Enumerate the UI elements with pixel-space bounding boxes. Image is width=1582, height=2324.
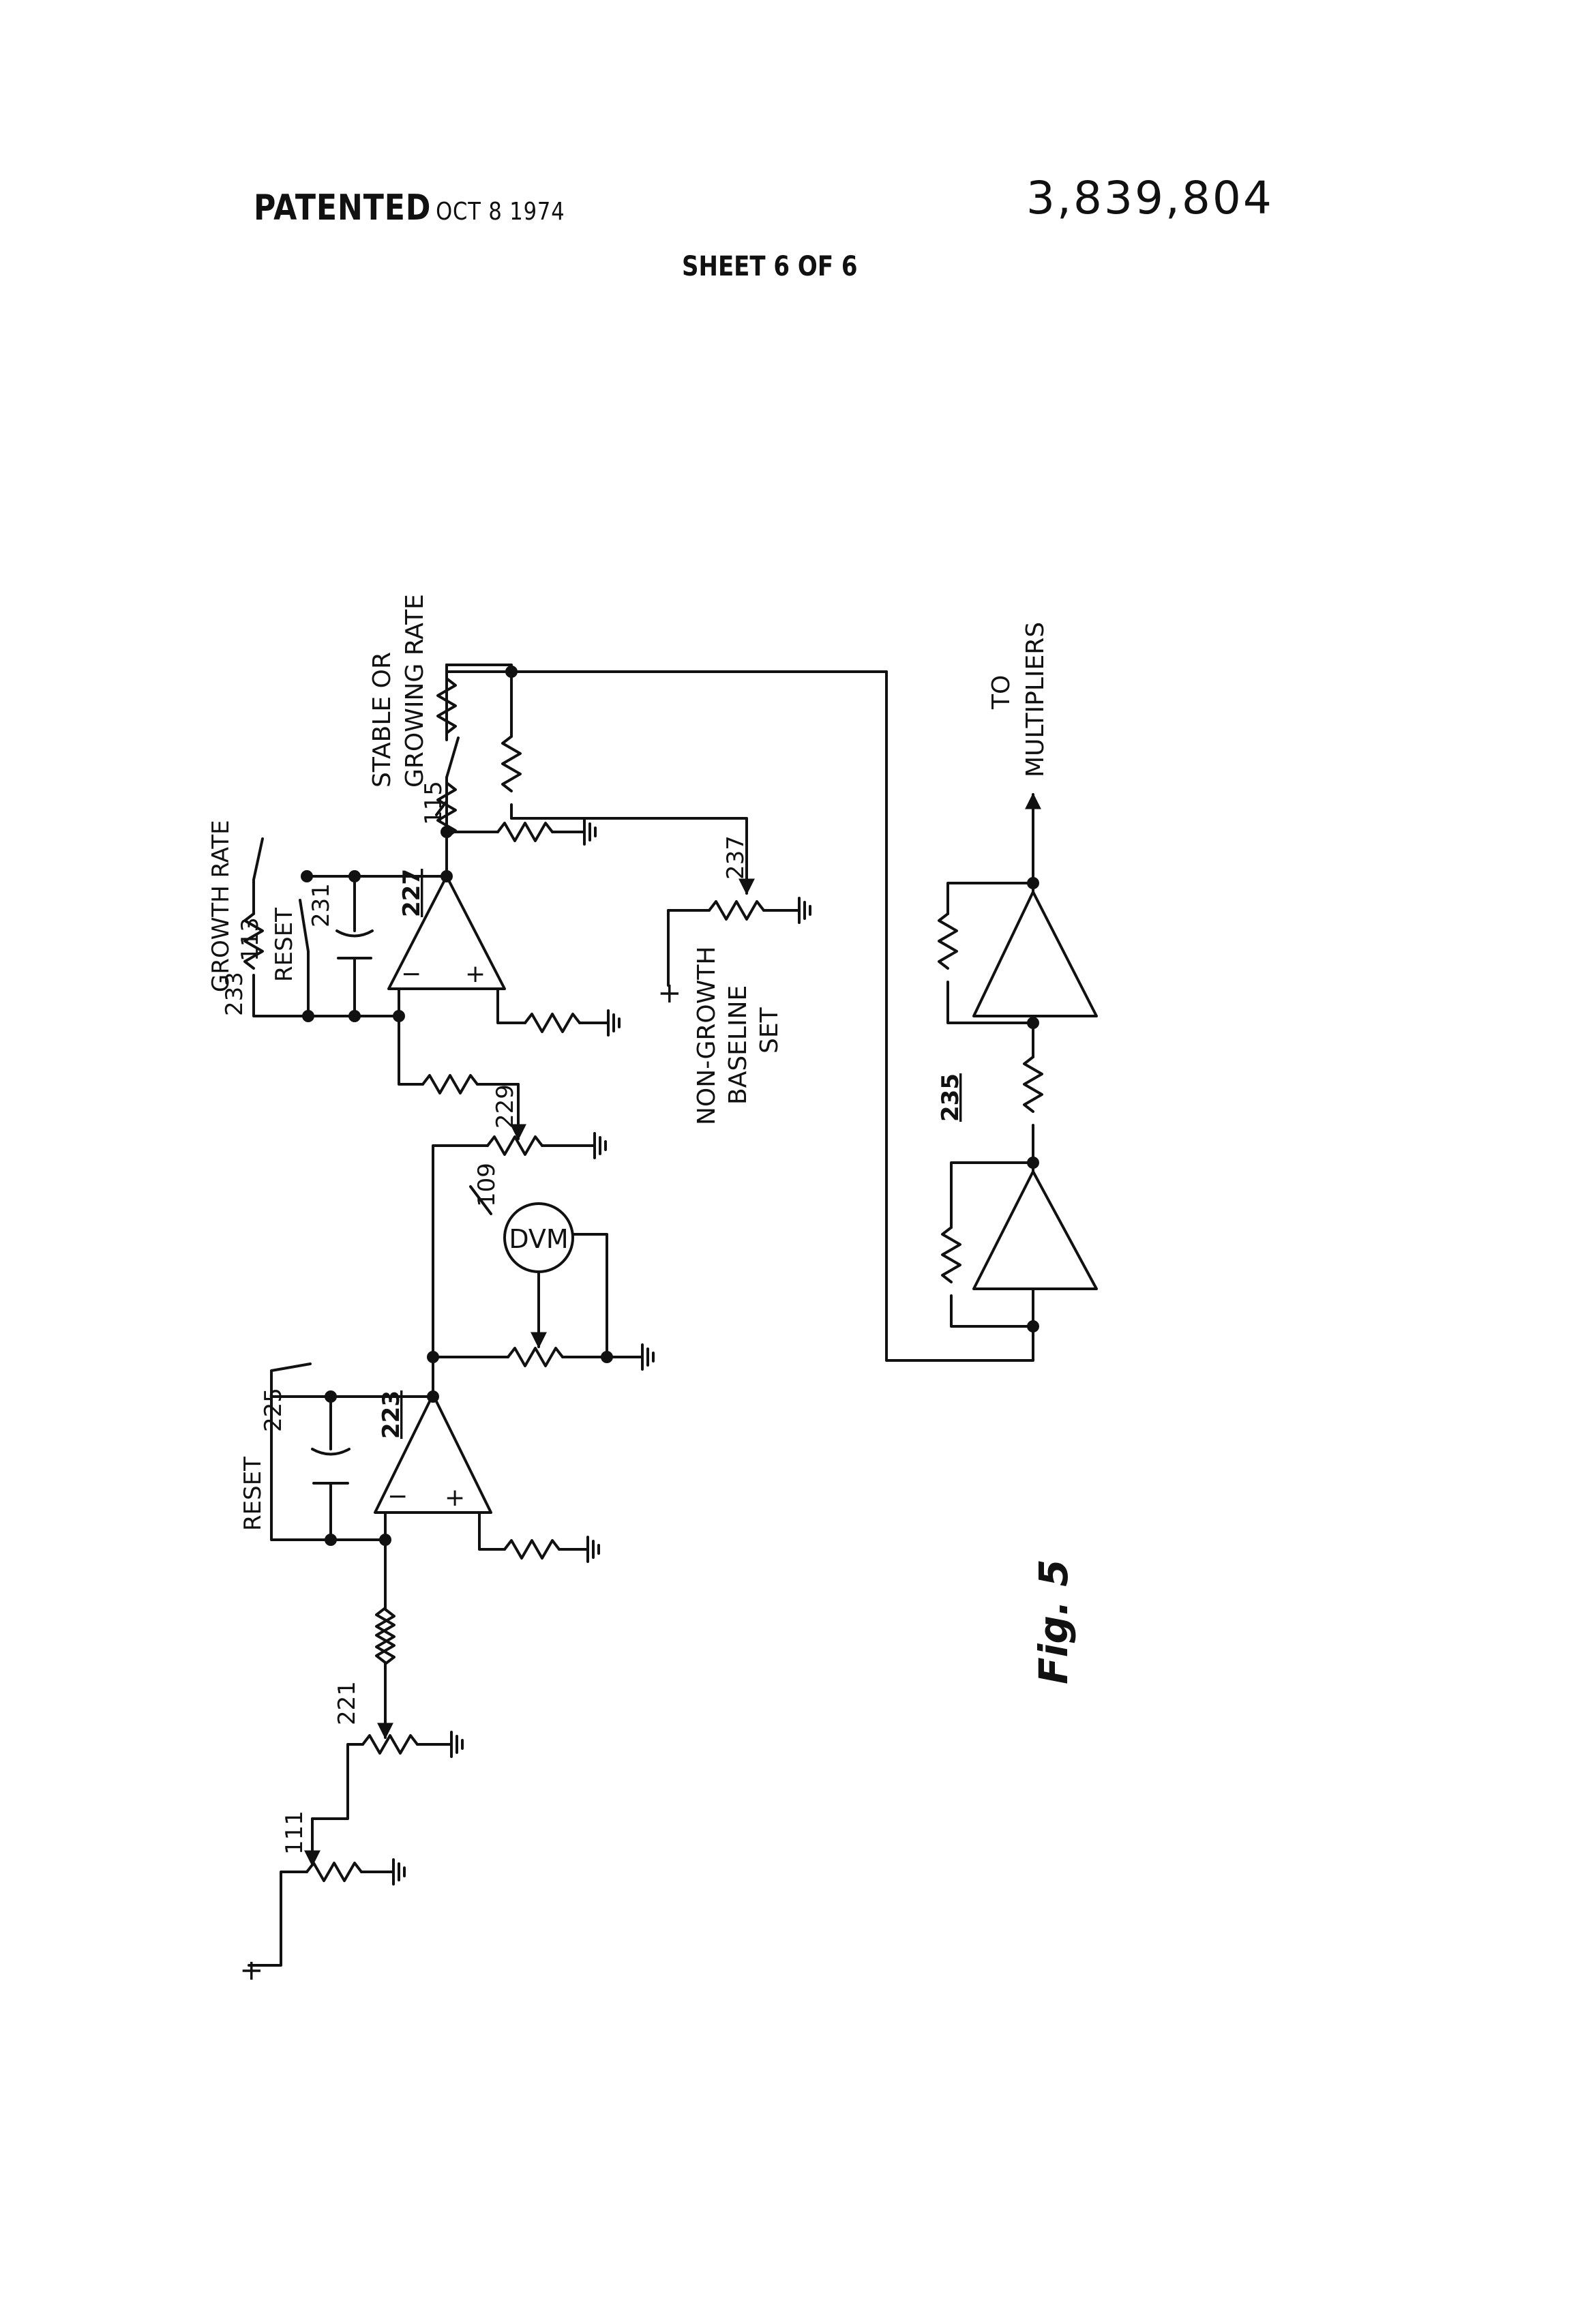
dvm-label: DVM [509, 1224, 568, 1254]
opamp-minus-label: − [387, 1483, 408, 1510]
opamp-plus-label: + [465, 960, 486, 988]
ground-icon [569, 820, 595, 844]
ground-icon [784, 898, 810, 923]
ref-235-label: 235 [937, 1073, 964, 1122]
amplifier-235-stage-1 [974, 1172, 1096, 1289]
reset-label-2: RESET [271, 908, 298, 982]
ref-225-label: 225 [260, 1388, 287, 1432]
ref-237-label: 237 [722, 835, 749, 880]
baseline-label-line1: NON-GROWTH [693, 947, 721, 1125]
ref-113-label: 113 [237, 917, 264, 962]
to-multipliers-line1: TO [987, 675, 1015, 710]
baseline-label-line2: BASELINE [724, 985, 752, 1105]
potentiometer-221 [363, 1735, 417, 1753]
opamp-plus-label: + [445, 1484, 465, 1512]
input-wire [249, 1872, 307, 1965]
to-multipliers-line2: MULTIPLIERS [1021, 622, 1049, 777]
ground-icon [627, 1345, 653, 1369]
potentiometer-229 [488, 1137, 542, 1154]
growth-rate-label: GROWTH RATE [207, 820, 235, 992]
potentiometer-237 [709, 902, 764, 919]
ref-229-label: 229 [492, 1084, 519, 1129]
baseline-label-line3: SET [756, 1007, 783, 1054]
amplifier-235-stage-2 [974, 892, 1096, 1016]
ground-icon [573, 1537, 599, 1562]
ground-icon [580, 1133, 606, 1158]
opamp-minus-label: − [401, 960, 421, 988]
ref-109-label: 109 [473, 1163, 501, 1207]
ground-icon [436, 1732, 462, 1757]
input-plus-label: + [234, 1958, 267, 1982]
ref-221-label: 221 [333, 1681, 361, 1725]
reset-label-1: RESET [239, 1457, 267, 1531]
stable-growing-label-line2: GROWING RATE [401, 594, 429, 788]
circuit-wiring: − + DVM [245, 665, 1096, 1965]
figure-label: Fig. 5 [1030, 1559, 1077, 1684]
component-labels: + 111 221 RESET 225 223 109 229 233 GROW… [207, 594, 1077, 1982]
ref-227-label: 227 [398, 869, 426, 917]
stable-growing-label-line1: STABLE OR [368, 652, 396, 788]
ground-icon [593, 1011, 619, 1035]
ground-icon [378, 1860, 404, 1884]
potentiometer-111 [307, 1863, 361, 1881]
ref-231-label: 231 [308, 883, 335, 927]
ref-223-label: 223 [378, 1390, 405, 1439]
baseline-plus-label: + [652, 981, 685, 1005]
ref-111-label: 111 [281, 1811, 308, 1855]
